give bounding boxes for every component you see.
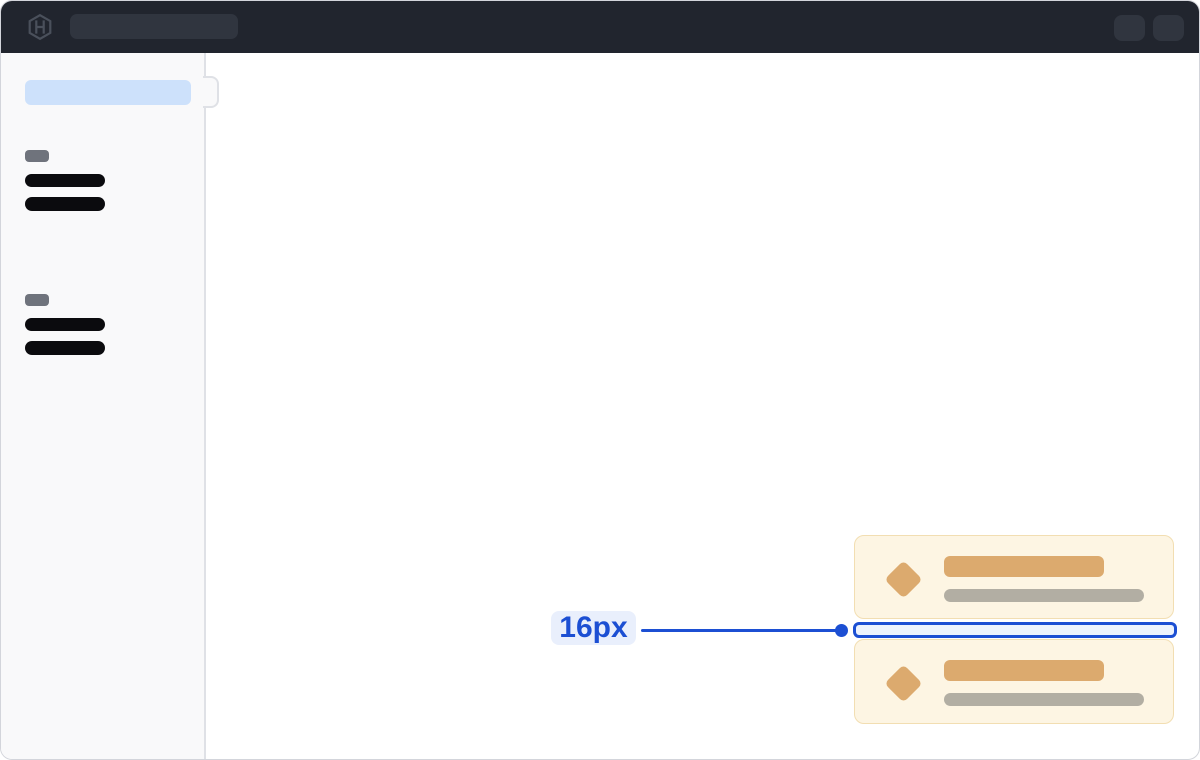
- sidebar-active-item-skeleton[interactable]: [25, 80, 191, 105]
- sidebar-group1-label-skeleton: [25, 150, 49, 162]
- card-title-skeleton: [944, 556, 1104, 577]
- spacing-highlight-rect: [853, 622, 1177, 638]
- diamond-icon: [884, 664, 923, 703]
- card-skeleton-2[interactable]: [854, 639, 1174, 724]
- sidebar-nav-item-skeleton[interactable]: [25, 174, 105, 187]
- card-skeleton-1[interactable]: [854, 535, 1174, 619]
- sidebar-nav-item-skeleton[interactable]: [25, 197, 105, 211]
- hashicorp-logo-icon: [26, 13, 54, 41]
- spacing-measurement-label: 16px: [551, 611, 636, 645]
- card-subtitle-skeleton: [944, 693, 1144, 706]
- measurement-leader-line: [641, 629, 839, 632]
- topbar-action-skeleton-1[interactable]: [1114, 15, 1145, 41]
- measure-dot-icon: [835, 624, 848, 637]
- sidebar-nav-item-skeleton[interactable]: [25, 318, 105, 331]
- topbar-action-skeleton-2[interactable]: [1153, 15, 1184, 41]
- topbar-title-skeleton[interactable]: [70, 14, 238, 39]
- card-subtitle-skeleton: [944, 589, 1144, 602]
- sidebar-nav-item-skeleton[interactable]: [25, 341, 105, 355]
- sidebar: [1, 53, 206, 759]
- diamond-icon: [884, 560, 923, 599]
- card-title-skeleton: [944, 660, 1104, 681]
- sidebar-group2-label-skeleton: [25, 294, 49, 306]
- topbar: [1, 1, 1199, 53]
- sidebar-collapse-handle[interactable]: [203, 76, 219, 108]
